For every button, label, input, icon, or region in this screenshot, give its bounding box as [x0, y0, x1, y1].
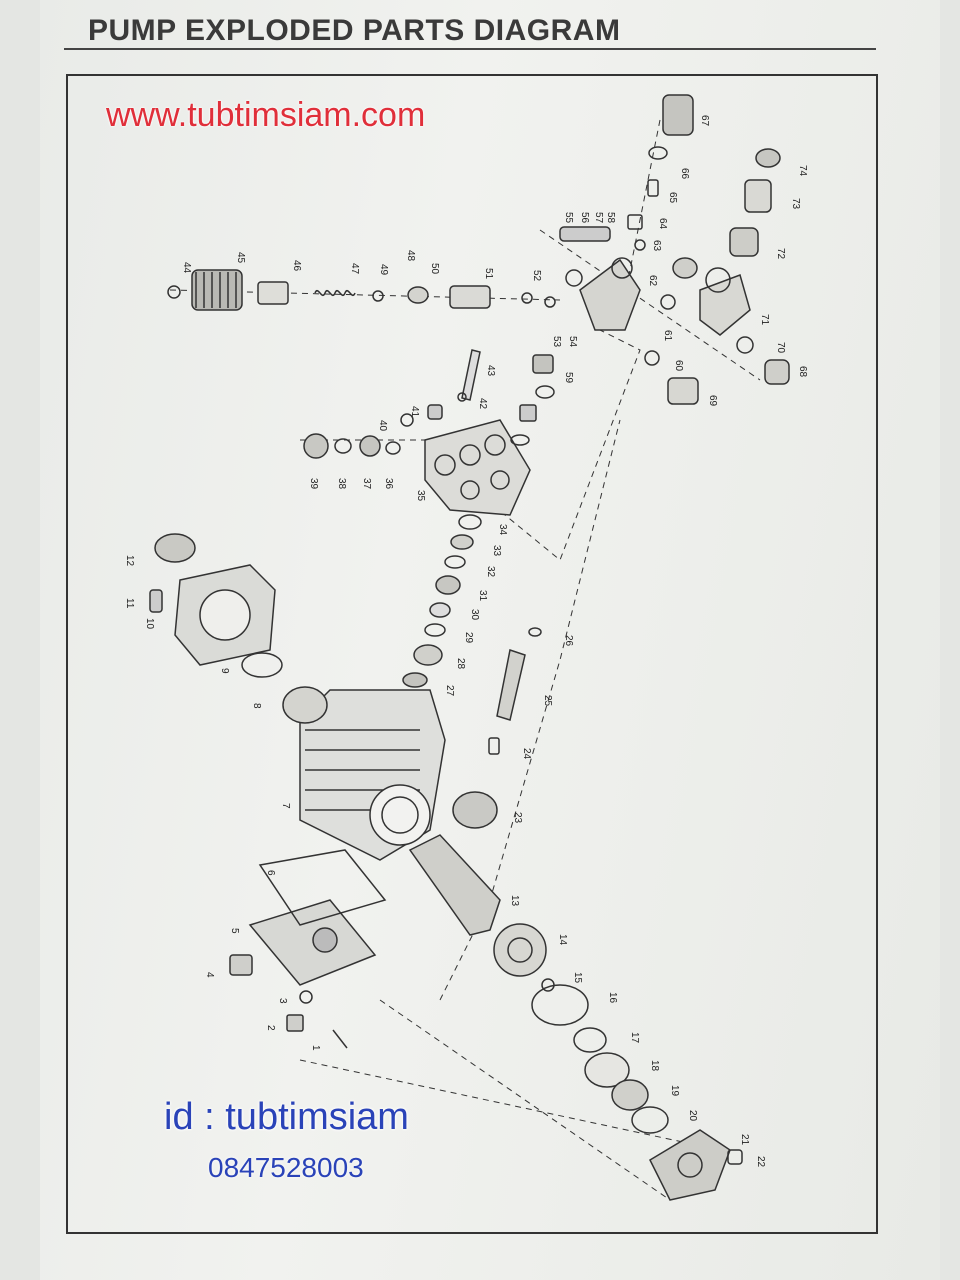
part-label-46: 46	[291, 260, 302, 272]
part-label-2: 2	[265, 1025, 276, 1031]
part-label-18: 18	[649, 1060, 660, 1072]
watermark-url: www.tubtimsiam.com	[106, 96, 426, 134]
part-label-66: 66	[679, 168, 690, 180]
part-number-labels: 1234567891011121314151617181920212223242…	[124, 115, 808, 1168]
part-label-70: 70	[775, 342, 786, 354]
part-label-41: 41	[409, 406, 420, 418]
part-label-39: 39	[308, 478, 319, 490]
part-label-30: 30	[469, 609, 480, 621]
part-label-42: 42	[477, 398, 488, 410]
part-label-16: 16	[607, 992, 618, 1004]
part-label-13: 13	[509, 895, 520, 907]
part-label-21: 21	[739, 1134, 750, 1146]
part-label-5: 5	[229, 928, 240, 934]
part-label-71: 71	[759, 314, 770, 326]
axis-line	[299, 1059, 721, 1151]
part-label-68: 68	[797, 366, 808, 378]
part-label-43: 43	[485, 365, 496, 377]
part-label-48: 48	[405, 250, 416, 262]
page-title: PUMP EXPLODED PARTS DIAGRAM	[88, 14, 621, 47]
part-label-11: 11	[124, 598, 135, 609]
part-label-47: 47	[349, 263, 360, 275]
part-label-25: 25	[542, 695, 553, 707]
part-label-69: 69	[707, 395, 718, 407]
part-label-61: 61	[662, 330, 673, 342]
part-label-10: 10	[144, 618, 155, 630]
part-label-20: 20	[687, 1110, 698, 1122]
part-label-33: 33	[491, 545, 502, 557]
diagram-frame	[66, 74, 878, 1234]
part-label-64: 64	[657, 218, 668, 230]
part-label-55: 55	[563, 212, 574, 224]
part-label-22: 22	[755, 1156, 766, 1168]
part-label-32: 32	[485, 566, 496, 578]
part-label-29: 29	[463, 632, 474, 644]
part-label-14: 14	[557, 934, 568, 946]
part-label-1: 1	[310, 1045, 321, 1051]
part-label-27: 27	[444, 685, 455, 697]
part-label-59: 59	[563, 372, 574, 384]
part-label-12: 12	[124, 555, 135, 567]
part-label-45: 45	[235, 252, 246, 264]
watermark-phone: 0847528003	[208, 1152, 364, 1183]
part-label-56: 56	[579, 212, 590, 224]
part-label-31: 31	[477, 590, 488, 602]
part-label-6: 6	[265, 870, 276, 876]
part-label-65: 65	[667, 192, 678, 204]
part-label-35: 35	[415, 490, 426, 502]
part-label-73: 73	[790, 198, 801, 210]
part-label-36: 36	[383, 478, 394, 490]
part-label-50: 50	[429, 263, 440, 275]
part-label-34: 34	[497, 524, 508, 536]
part-label-8: 8	[251, 703, 262, 709]
part-label-51: 51	[483, 268, 494, 280]
part-label-28: 28	[455, 658, 466, 670]
part-label-52: 52	[531, 270, 542, 282]
part-label-54: 54	[567, 336, 578, 348]
part-label-62: 62	[647, 275, 658, 287]
part-label-26: 26	[563, 635, 574, 647]
part-label-4: 4	[204, 972, 215, 978]
part-label-60: 60	[673, 360, 684, 372]
part-label-3: 3	[277, 998, 288, 1004]
part-label-17: 17	[629, 1032, 640, 1044]
part-label-37: 37	[361, 478, 372, 490]
part-label-53: 53	[551, 336, 562, 348]
part-label-7: 7	[280, 803, 291, 809]
part-label-72: 72	[775, 248, 786, 260]
title-rule	[64, 48, 876, 50]
part-label-9: 9	[219, 668, 230, 674]
part-label-24: 24	[521, 748, 532, 760]
part-label-19: 19	[669, 1085, 680, 1097]
part-label-74: 74	[797, 165, 808, 177]
part-label-63: 63	[651, 240, 662, 252]
part-label-57: 57	[593, 212, 604, 224]
part-label-49: 49	[378, 264, 389, 276]
part-label-40: 40	[377, 420, 388, 432]
part-label-38: 38	[336, 478, 347, 490]
part-label-67: 67	[699, 115, 710, 127]
part-label-58: 58	[605, 212, 616, 224]
watermark-id: id : tubtimsiam	[164, 1096, 409, 1138]
part-label-23: 23	[512, 812, 523, 824]
part-label-15: 15	[572, 972, 583, 984]
part-label-44: 44	[181, 262, 192, 274]
